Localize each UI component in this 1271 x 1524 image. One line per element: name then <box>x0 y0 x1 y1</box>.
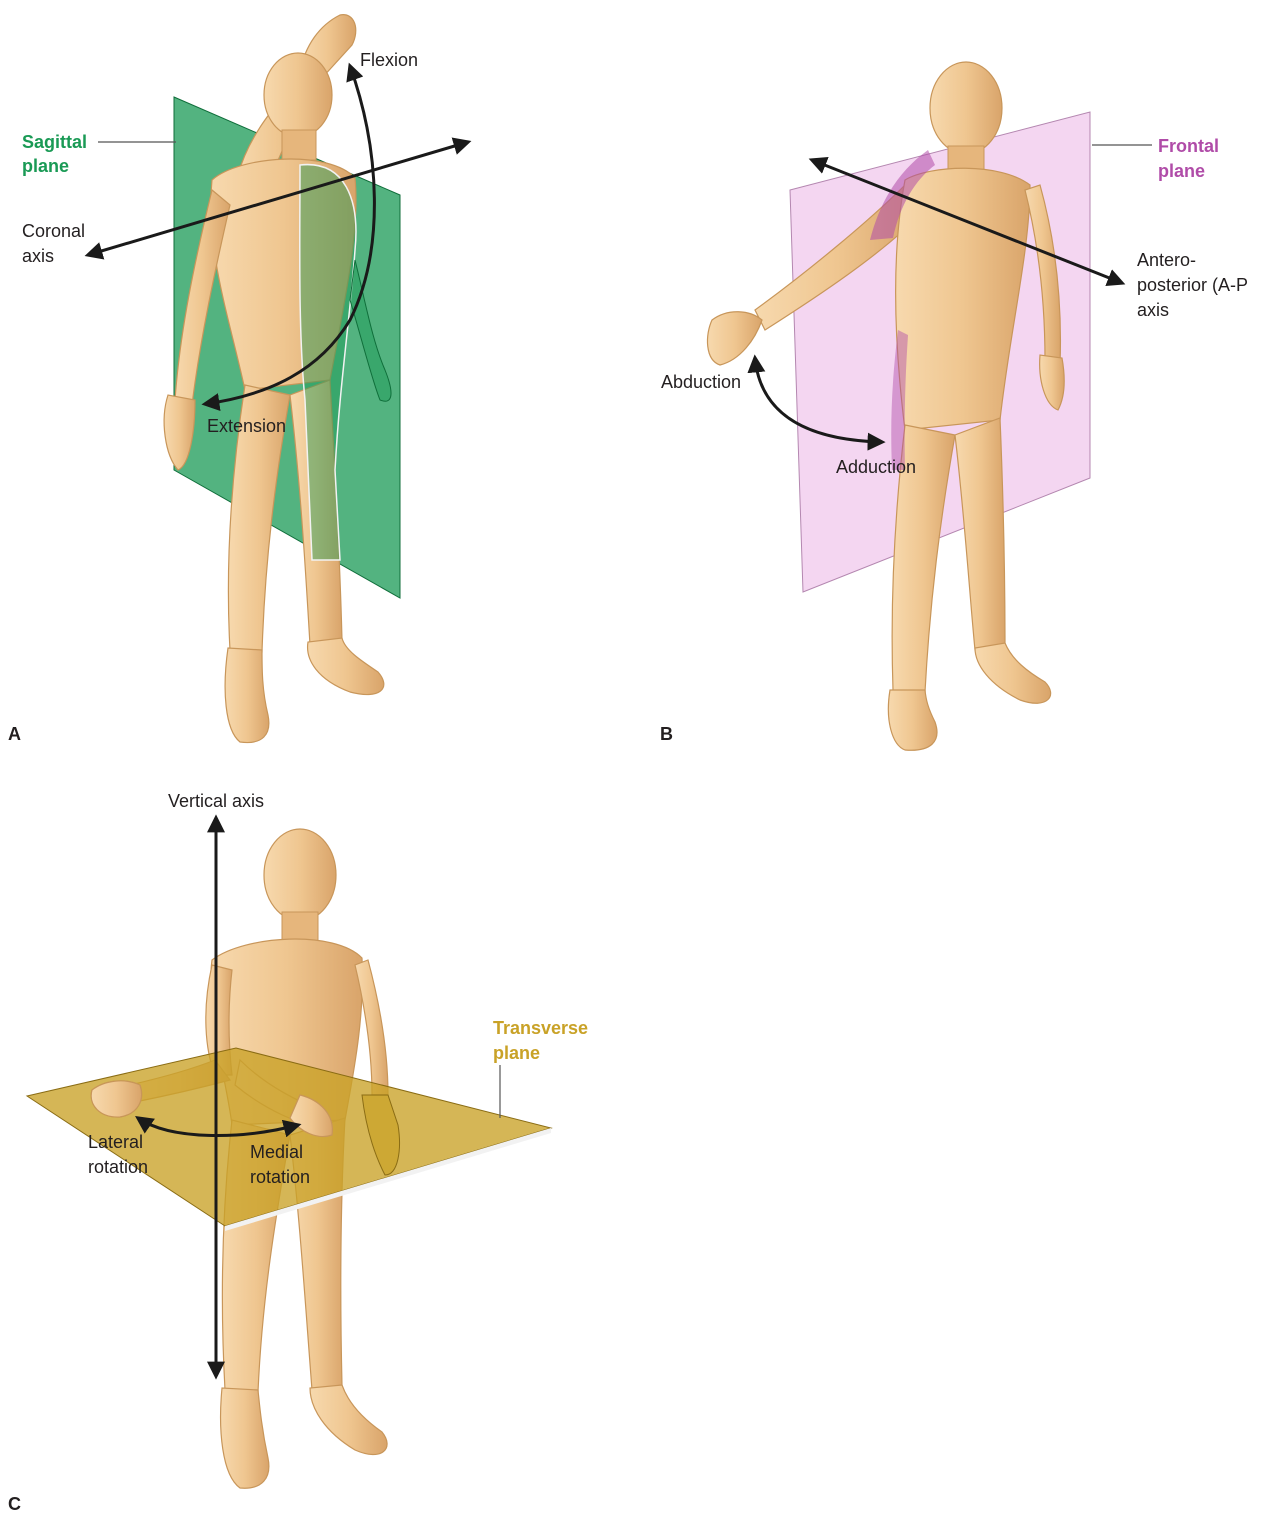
coronal-label-line-1: Coronal <box>22 221 85 241</box>
panel-c-letter: C <box>8 1494 21 1514</box>
sagittal-label-line-2: plane <box>22 156 69 176</box>
ap-axis-label: Antero- posterior (A-P axis <box>1137 250 1253 320</box>
lateral-label-line-1: Lateral <box>88 1132 143 1152</box>
lateral-label-line-2: rotation <box>88 1157 148 1177</box>
panel-c: Vertical axis Transverse plane Lateral r… <box>8 791 593 1514</box>
medial-label-line-2: rotation <box>250 1167 310 1187</box>
sagittal-plane-label: Sagittal plane <box>22 132 92 176</box>
frontal-label-line-1: Frontal <box>1158 136 1219 156</box>
abduction-label: Abduction <box>661 372 741 392</box>
panel-a: Sagittal plane Coronal axis Flexion Exte… <box>8 15 468 744</box>
medial-label-line-1: Medial <box>250 1142 303 1162</box>
transverse-label-line-2: plane <box>493 1043 540 1063</box>
extension-label: Extension <box>207 416 286 436</box>
coronal-label-line-2: axis <box>22 246 54 266</box>
transverse-label-line-1: Transverse <box>493 1018 588 1038</box>
panel-b: Frontal plane Antero- posterior (A-P axi… <box>660 62 1253 750</box>
panel-a-letter: A <box>8 724 21 744</box>
transverse-plane-label: Transverse plane <box>493 1018 593 1063</box>
flexion-label: Flexion <box>360 50 418 70</box>
ap-label-line-1: Antero- <box>1137 250 1196 270</box>
vertical-axis-label: Vertical axis <box>168 791 264 811</box>
ap-label-line-3: axis <box>1137 300 1169 320</box>
coronal-axis-label: Coronal axis <box>22 221 90 266</box>
ap-label-line-2: posterior (A-P <box>1137 275 1248 295</box>
frontal-plane-label: Frontal plane <box>1158 136 1224 181</box>
sagittal-label-line-1: Sagittal <box>22 132 87 152</box>
adduction-label: Adduction <box>836 457 916 477</box>
panel-b-letter: B <box>660 724 673 744</box>
frontal-label-line-2: plane <box>1158 161 1205 181</box>
